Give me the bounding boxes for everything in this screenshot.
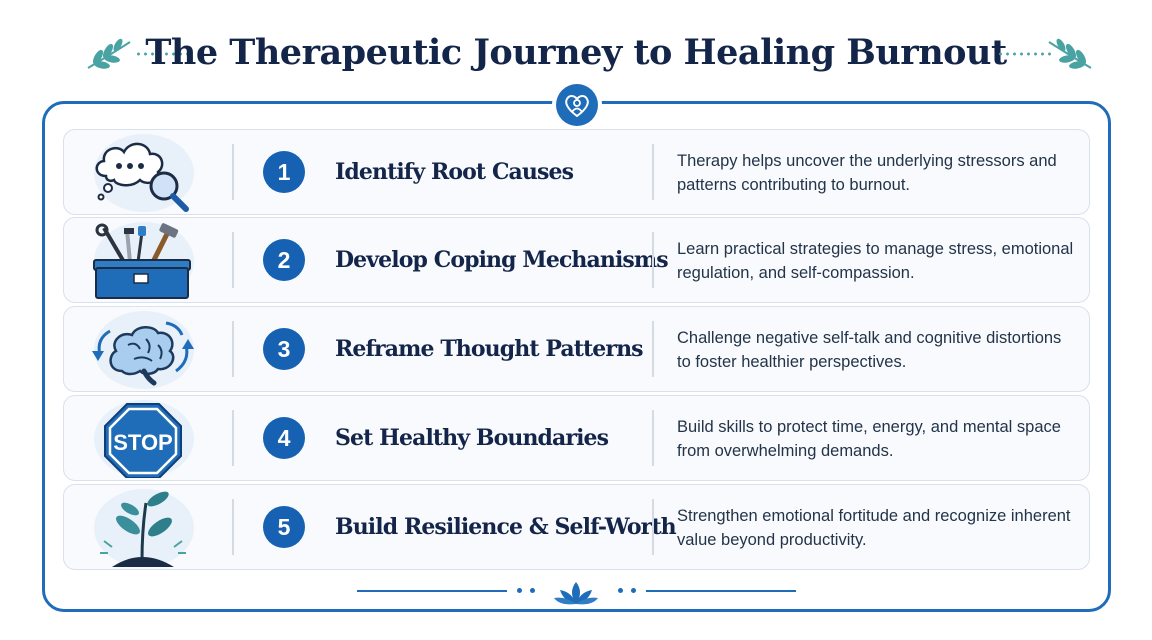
title-row: The Therapeutic Journey to Healing Burno… <box>0 28 1152 80</box>
step-icon-5 <box>82 489 204 567</box>
step-description-2: Learn practical strategies to manage str… <box>677 240 1074 282</box>
bottom-ornament <box>550 578 602 606</box>
step-description-5: Strengthen emotional fortitude and recog… <box>677 507 1071 549</box>
lotus-icon <box>554 582 598 605</box>
step-title-5: Build Resilience & Self-Worth <box>335 514 677 540</box>
page-title: The Therapeutic Journey to Healing Burno… <box>145 32 1007 73</box>
left-sprig-icon <box>87 38 131 69</box>
right-sprig-icon <box>1048 38 1092 69</box>
step-number-4: 4 <box>263 417 305 459</box>
step-icon-4: STOP <box>82 400 204 478</box>
top-badge <box>552 80 602 130</box>
left-dots <box>135 52 193 56</box>
step-title-3: Reframe Thought Patterns <box>335 336 644 362</box>
step-title-1: Identify Root Causes <box>335 159 574 185</box>
step-icon-3 <box>82 311 204 389</box>
bottom-dot <box>631 588 636 593</box>
step-description-3: Challenge negative self-talk and cogniti… <box>677 329 1062 371</box>
step-icon-1 <box>82 134 204 212</box>
step-description-1: Therapy helps uncover the underlying str… <box>677 152 1057 194</box>
step-row-4: STOP 4 Set Healthy Boundaries Build skil… <box>63 395 1090 481</box>
step-number-2: 2 <box>263 239 305 281</box>
bottom-dot <box>517 588 522 593</box>
step-number-1: 1 <box>263 151 305 193</box>
step-title-2: Develop Coping Mechanisms <box>335 247 669 273</box>
bottom-line-left <box>357 590 507 592</box>
step-number-5: 5 <box>263 506 305 548</box>
step-title-4: Set Healthy Boundaries <box>335 425 609 451</box>
bottom-dot <box>618 588 623 593</box>
toolbox-icon <box>93 223 191 299</box>
heart-person-icon <box>565 95 589 118</box>
stop-sign-text: STOP <box>113 430 173 455</box>
step-row-1: 1 Identify Root Causes Therapy helps unc… <box>63 129 1090 215</box>
bottom-dot <box>530 588 535 593</box>
thought-bubble-magnifier-icon <box>95 142 189 212</box>
step-number-3: 3 <box>263 328 305 370</box>
bottom-line-right <box>646 590 796 592</box>
stop-sign-icon: STOP <box>104 403 182 478</box>
step-icon-2 <box>82 222 204 300</box>
right-dots <box>997 52 1055 56</box>
brain-cycle-icon <box>92 321 194 386</box>
step-row-5: 5 Build Resilience & Self-Worth Strength… <box>63 484 1090 570</box>
sprouting-plant-icon <box>100 491 186 567</box>
step-row-2: 2 Develop Coping Mechanisms Learn practi… <box>63 217 1090 303</box>
step-description-4: Build skills to protect time, energy, an… <box>677 418 1061 460</box>
step-row-3: 3 Reframe Thought Patterns Challenge neg… <box>63 306 1090 392</box>
